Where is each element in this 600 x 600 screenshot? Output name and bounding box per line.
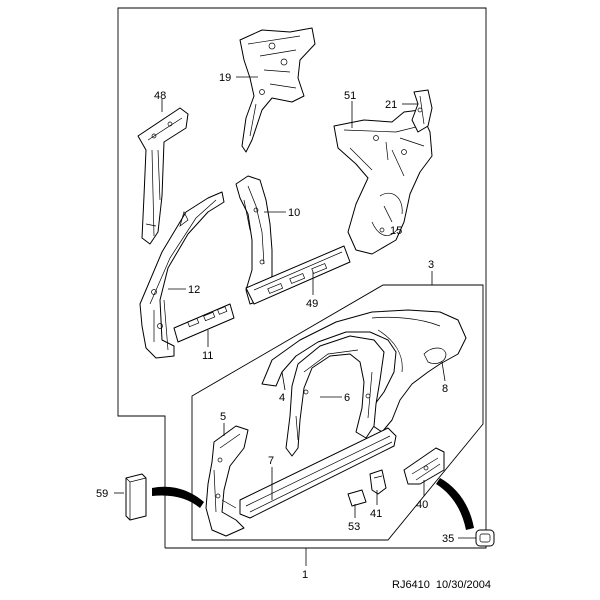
callout-51: 51 <box>344 90 356 102</box>
part-59-foam-block <box>125 473 147 521</box>
callout-19: 19 <box>219 72 231 84</box>
callout-labels: 19 48 51 21 10 15 3 12 49 11 8 4 6 5 7 5… <box>96 72 454 581</box>
callout-8: 8 <box>442 383 448 395</box>
callout-3: 3 <box>428 259 434 271</box>
part-19-upper-bracket <box>239 27 316 153</box>
part-40-rear-bracket <box>403 447 445 485</box>
part-48-pillar-upper <box>137 107 189 245</box>
callout-7: 7 <box>268 455 274 467</box>
arrow-to-plug <box>436 478 474 530</box>
part-12-front-pillar-inner <box>139 191 225 359</box>
part-51-quarter-inner <box>333 109 433 255</box>
leader-lines <box>114 76 476 566</box>
callout-12: 12 <box>188 284 200 296</box>
callout-53: 53 <box>348 521 360 533</box>
callout-40: 40 <box>416 499 428 511</box>
part-6-inner-frame <box>285 335 385 457</box>
drawing-code: RJ6410 <box>392 579 430 591</box>
assembly-frame-outer <box>117 7 487 549</box>
callout-41: 41 <box>370 508 382 520</box>
callout-10: 10 <box>288 207 300 219</box>
part-21-small-bracket <box>411 89 433 133</box>
drawing-footer: RJ6410 10/30/2004 <box>392 579 491 591</box>
assembly-frame-inner <box>191 284 484 541</box>
part-8-body-side-outer <box>261 309 467 433</box>
callout-49: 49 <box>306 298 318 310</box>
callout-4: 4 <box>279 392 285 404</box>
callout-59: 59 <box>96 488 108 500</box>
arrow-to-hinge-pillar <box>152 486 204 508</box>
callout-11: 11 <box>202 350 213 362</box>
callout-48: 48 <box>154 90 166 102</box>
part-7-rocker-outer <box>239 427 397 519</box>
part-35-plug <box>475 529 495 547</box>
drawing-date: 10/30/2004 <box>435 579 491 591</box>
part-5-hinge-pillar <box>205 425 249 537</box>
callout-21: 21 <box>385 99 397 111</box>
callout-35: 35 <box>442 533 454 545</box>
callout-15: 15 <box>390 225 402 237</box>
part-53-pad <box>347 489 367 507</box>
callout-6: 6 <box>344 392 350 404</box>
part-49-sill-inner-rear <box>245 245 351 305</box>
part-41-clip-bracket <box>369 469 387 495</box>
part-11-sill-inner-front <box>173 303 235 343</box>
callout-5: 5 <box>220 411 226 423</box>
callout-1: 1 <box>302 569 308 581</box>
